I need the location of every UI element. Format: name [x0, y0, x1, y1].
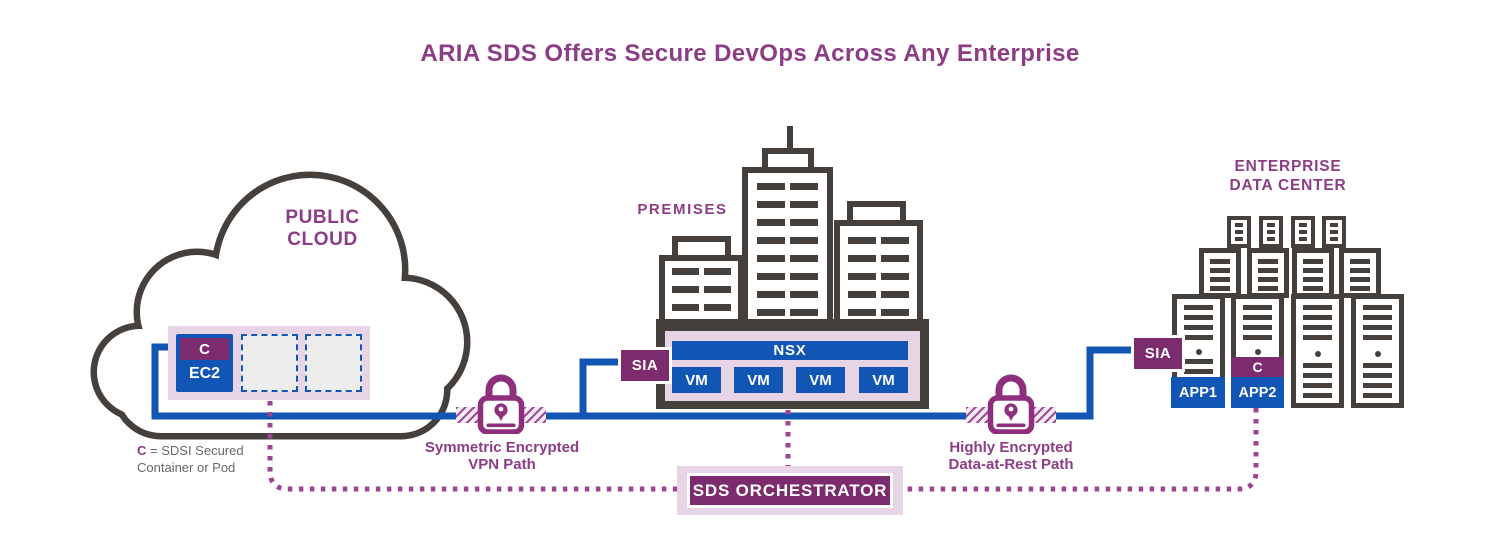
nsx-bar: NSX	[672, 341, 908, 360]
secured-container-badge: C	[180, 338, 229, 360]
padlock-icon	[477, 374, 525, 434]
ec2-instance: C EC2	[176, 334, 233, 392]
server-rack-icon	[1227, 216, 1251, 248]
legend-c: C	[137, 443, 147, 458]
nsx-label: NSX	[773, 342, 807, 359]
vm-box: VM	[859, 367, 908, 393]
server-rack-icon	[1247, 248, 1289, 298]
empty-instance-slot	[305, 334, 362, 392]
legend-note: C = SDSI Secured Container or Pod	[137, 442, 244, 476]
sia-datacenter-box: SIA	[1131, 335, 1185, 372]
vm-box: VM	[672, 367, 721, 393]
vm-box: VM	[734, 367, 783, 393]
server-rack-icon	[1322, 216, 1346, 248]
data-center-label: ENTERPRISE DATA CENTER	[1229, 158, 1347, 194]
building-icon	[742, 167, 833, 330]
padlock-icon	[987, 374, 1035, 434]
server-rack-icon	[1259, 216, 1283, 248]
app2-box: APP2	[1231, 377, 1284, 408]
server-rack-icon	[1339, 248, 1381, 298]
app1-box: APP1	[1171, 377, 1225, 408]
server-rack-icon	[1292, 248, 1334, 298]
sds-orchestrator-label: SDS ORCHESTRATOR	[692, 480, 888, 500]
building-icon	[834, 220, 923, 330]
premises-label: PREMISES	[637, 201, 728, 218]
building-icon	[659, 255, 744, 330]
data-at-rest-path-label: Highly Encrypted Data-at-Rest Path	[948, 439, 1074, 473]
container-c-label: C	[199, 340, 210, 358]
empty-instance-slot	[241, 334, 298, 392]
page-title: ARIA SDS Offers Secure DevOps Across Any…	[420, 40, 1080, 67]
building-antenna-icon	[787, 126, 793, 152]
vpn-path-label: Symmetric Encrypted VPN Path	[424, 439, 580, 473]
cloud-icon	[90, 171, 471, 440]
secured-container-badge: C	[1231, 357, 1284, 377]
server-rack-icon	[1199, 248, 1241, 298]
ec2-label: EC2	[188, 365, 221, 382]
server-rack-icon	[1291, 294, 1344, 408]
public-cloud-label: PUBLIC CLOUD	[285, 207, 360, 250]
legend-line1: = SDSI Secured	[150, 443, 244, 458]
sia-premises-box: SIA	[618, 347, 672, 384]
sds-orchestrator-box: SDS ORCHESTRATOR	[677, 466, 903, 515]
legend-line2: Container or Pod	[137, 460, 236, 475]
server-rack-icon	[1291, 216, 1315, 248]
server-rack-icon	[1351, 294, 1404, 408]
vm-box: VM	[796, 367, 845, 393]
